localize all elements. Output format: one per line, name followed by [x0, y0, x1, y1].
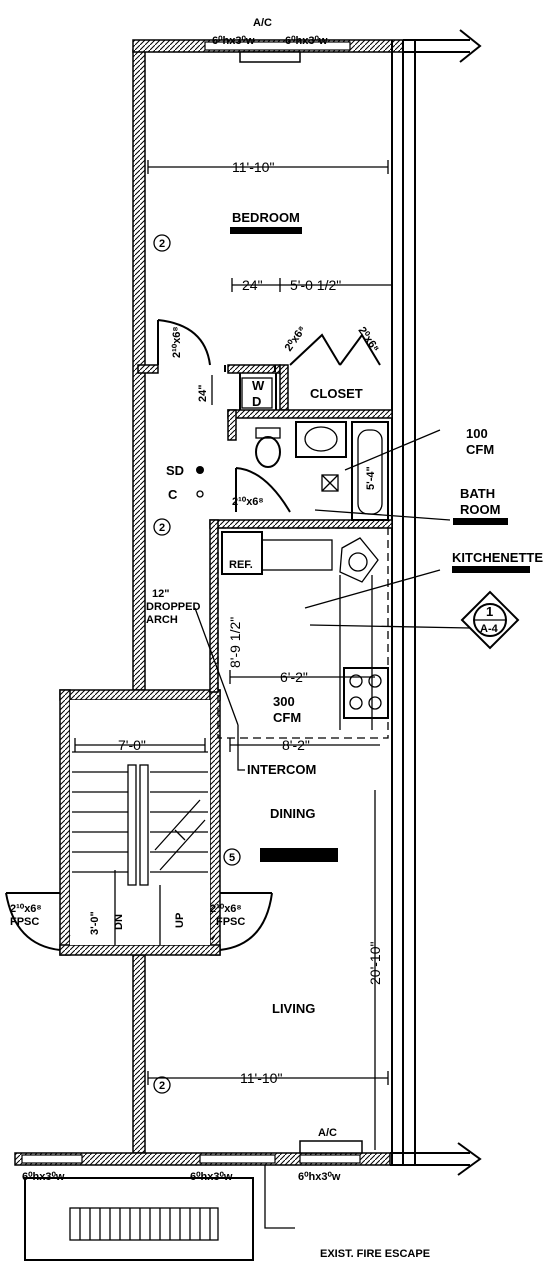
- fire-escape-label: EXIST. FIRE ESCAPE: [320, 1248, 430, 1260]
- section-marker: [460, 590, 520, 650]
- dining-label: DINING: [270, 806, 316, 821]
- ac-bottom-label: A/C: [318, 1127, 337, 1139]
- section-sheet: A-4: [480, 623, 499, 635]
- tub-dim: 5'-4": [365, 466, 377, 490]
- interior-walls: [137, 364, 393, 693]
- windows: [21, 41, 363, 1164]
- window-top-left-label: 6⁰hx3⁰w: [212, 35, 255, 47]
- stair-core: [5, 689, 273, 956]
- bedroom-label: BEDROOM: [232, 210, 300, 225]
- wall-tags: [153, 234, 241, 1094]
- living-width-dim: 11'-10": [240, 1070, 282, 1086]
- wd-24-dim: 24": [197, 385, 209, 402]
- bath-fan-label-1: 100: [466, 426, 488, 441]
- window-bottom-mid-label: 6⁰hx3⁰w: [190, 1171, 233, 1183]
- closet-door-left-label: 2⁰x6⁸: [283, 324, 309, 354]
- co-detector-label: C: [168, 487, 178, 502]
- fpsc-right-label: FPSC: [216, 916, 245, 928]
- closet-24-dim: 24": [242, 277, 263, 293]
- washer-label: W: [252, 378, 265, 393]
- living-label: LIVING: [272, 1001, 315, 1016]
- room-labels: BEDROOM CLOSET BATH ROOM KITCHENETTE DIN…: [230, 210, 543, 1016]
- fixture-labels: A/C A/C W D REF. SD C 100 CFM 300 CFM 12…: [10, 17, 494, 1260]
- bath-label-1: BATH: [460, 486, 495, 501]
- bedroom-width-dim: 11'-10": [232, 159, 274, 175]
- dropped-arch-label-3: ARCH: [146, 614, 178, 626]
- kitchen-width-dim: 6'-2": [280, 669, 308, 685]
- wall-tag-dining: 5: [229, 852, 235, 864]
- kitchenette-tag-box: [452, 566, 530, 573]
- stair-door-dim: 3'-0": [89, 911, 101, 935]
- dining-width-dim: 8'-2": [282, 737, 310, 753]
- bath-fan-label-2: CFM: [466, 442, 494, 457]
- fpsc-left-label: FPSC: [10, 916, 39, 928]
- living-length-dim: 20'-10": [367, 942, 383, 985]
- dropped-arch-label-1: 12": [152, 588, 169, 600]
- window-top-right-label: 6⁰hx3⁰w: [285, 35, 328, 47]
- bedroom-tag-box: [230, 227, 302, 234]
- section-number: 1: [486, 604, 493, 619]
- bath-fixtures: [235, 421, 451, 521]
- wall-tag-numbers: 2 2 2 5: [159, 238, 235, 1092]
- bedroom-details: [157, 319, 381, 410]
- fpsc-right-door-label: 2¹⁰x6⁸: [210, 903, 242, 915]
- bath-door-label: 2¹⁰x6⁸: [232, 496, 264, 508]
- fpsc-left-door-label: 2¹⁰x6⁸: [10, 903, 42, 915]
- wall-tag-living: 2: [159, 1080, 165, 1092]
- ref-label: REF.: [229, 559, 253, 571]
- intercom-label: INTERCOM: [247, 762, 316, 777]
- exterior-walls: [14, 29, 482, 1176]
- stair-down-label: DN: [113, 914, 125, 930]
- window-labels: 6⁰hx3⁰w 6⁰hx3⁰w 6⁰hx3⁰w 6⁰hx3⁰w 6⁰hx3⁰w: [22, 35, 341, 1183]
- smoke-detector-label: SD: [166, 463, 184, 478]
- bath-label-2: ROOM: [460, 502, 500, 517]
- closet-label: CLOSET: [310, 386, 363, 401]
- window-bottom-right-label: 6⁰hx3⁰w: [298, 1171, 341, 1183]
- stair-width-dim: 7'-0": [118, 737, 146, 753]
- bath-tag-box: [453, 518, 508, 525]
- closet-width-dim: 5'-0 1/2": [290, 277, 341, 293]
- kitchen-fan-label-2: CFM: [273, 710, 301, 725]
- fire-escape: [24, 1177, 254, 1261]
- stair-up-label: UP: [174, 913, 186, 928]
- ac-top-label: A/C: [253, 17, 272, 29]
- window-bottom-left-label: 6⁰hx3⁰w: [22, 1171, 65, 1183]
- kitchen-fan-label-1: 300: [273, 694, 295, 709]
- dryer-label: D: [252, 394, 261, 409]
- kitchen-depth-dim: 8'-9 1/2": [227, 617, 243, 668]
- wall-tag-middle: 2: [159, 522, 165, 534]
- kitchenette-label: KITCHENETTE: [452, 550, 543, 565]
- bedroom-door-label: 2¹⁰x6⁸: [171, 326, 183, 358]
- dimension-lines: [74, 160, 392, 1229]
- kitchenette-details: [194, 527, 471, 771]
- dropped-arch-label-2: DROPPED: [146, 601, 200, 613]
- dimension-labels: 11'-10" 24" 5'-0 1/2" 24" 8'-9 1/2" 6'-2…: [89, 159, 383, 1086]
- wall-tag-bedroom: 2: [159, 238, 165, 250]
- dining-tag-box: [260, 848, 338, 862]
